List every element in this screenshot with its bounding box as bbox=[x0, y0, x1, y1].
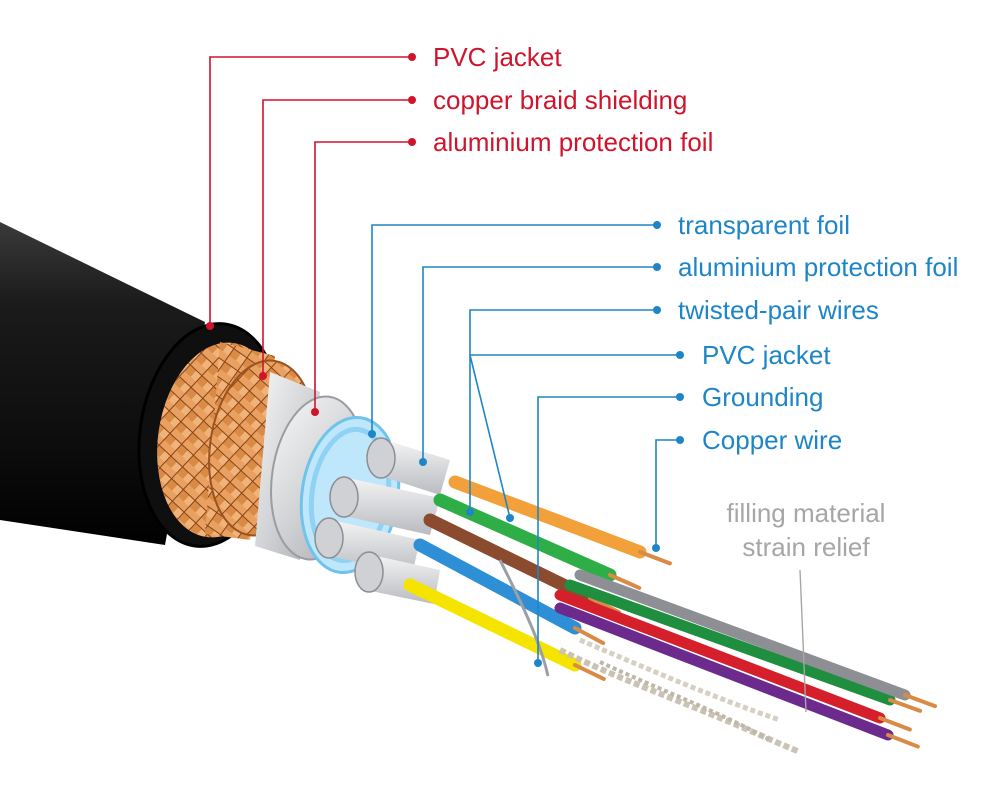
label-copper-wire: Copper wire bbox=[702, 425, 842, 455]
copper-wire-tip bbox=[638, 550, 672, 566]
outer-leaders bbox=[209, 56, 410, 412]
label-pvc-jacket-outer: PVC jacket bbox=[433, 42, 562, 72]
label-grounding: Grounding bbox=[702, 382, 823, 412]
label-aluminium-protection-foil-outer: aluminium protection foil bbox=[433, 127, 713, 157]
label-twisted-pair-wires: twisted-pair wires bbox=[678, 295, 879, 325]
wire bbox=[564, 579, 896, 706]
wire bbox=[574, 569, 911, 701]
copper-wire-tip bbox=[903, 693, 938, 709]
pair-tube bbox=[366, 437, 450, 495]
outer-leader-dots bbox=[206, 53, 416, 416]
copper-wire-tip bbox=[573, 626, 606, 646]
wire bbox=[448, 475, 647, 559]
wire bbox=[554, 589, 886, 724]
label-aluminium-protection-foil-inner: aluminium protection foil bbox=[678, 252, 958, 282]
pair-tubes bbox=[314, 437, 450, 604]
label-filling-material: filling material bbox=[727, 498, 886, 528]
copper-wire-tip bbox=[886, 733, 920, 749]
label-strain-relief: strain relief bbox=[742, 532, 870, 562]
copper-wire-tip bbox=[588, 596, 621, 615]
inner-leader-dots bbox=[368, 221, 684, 667]
label-pvc-jacket-inner: PVC jacket bbox=[702, 340, 831, 370]
wire bbox=[413, 538, 582, 635]
twisted-pair-wires bbox=[403, 475, 938, 749]
wire bbox=[554, 602, 894, 741]
pair-tube bbox=[329, 476, 440, 535]
label-transparent-foil: transparent foil bbox=[678, 210, 850, 240]
grounding-wire bbox=[498, 559, 550, 677]
copper-wire-tip bbox=[573, 663, 606, 681]
filling-material bbox=[558, 637, 802, 755]
copper-wire-tip bbox=[608, 573, 642, 590]
inner-leaders bbox=[371, 224, 678, 663]
copper-wire-tip bbox=[888, 698, 923, 713]
wire bbox=[403, 578, 582, 672]
wire bbox=[423, 513, 597, 605]
label-copper-braid-shielding: copper braid shielding bbox=[433, 85, 687, 115]
copper-wire-tip bbox=[878, 716, 912, 732]
filling-leader bbox=[799, 569, 807, 713]
